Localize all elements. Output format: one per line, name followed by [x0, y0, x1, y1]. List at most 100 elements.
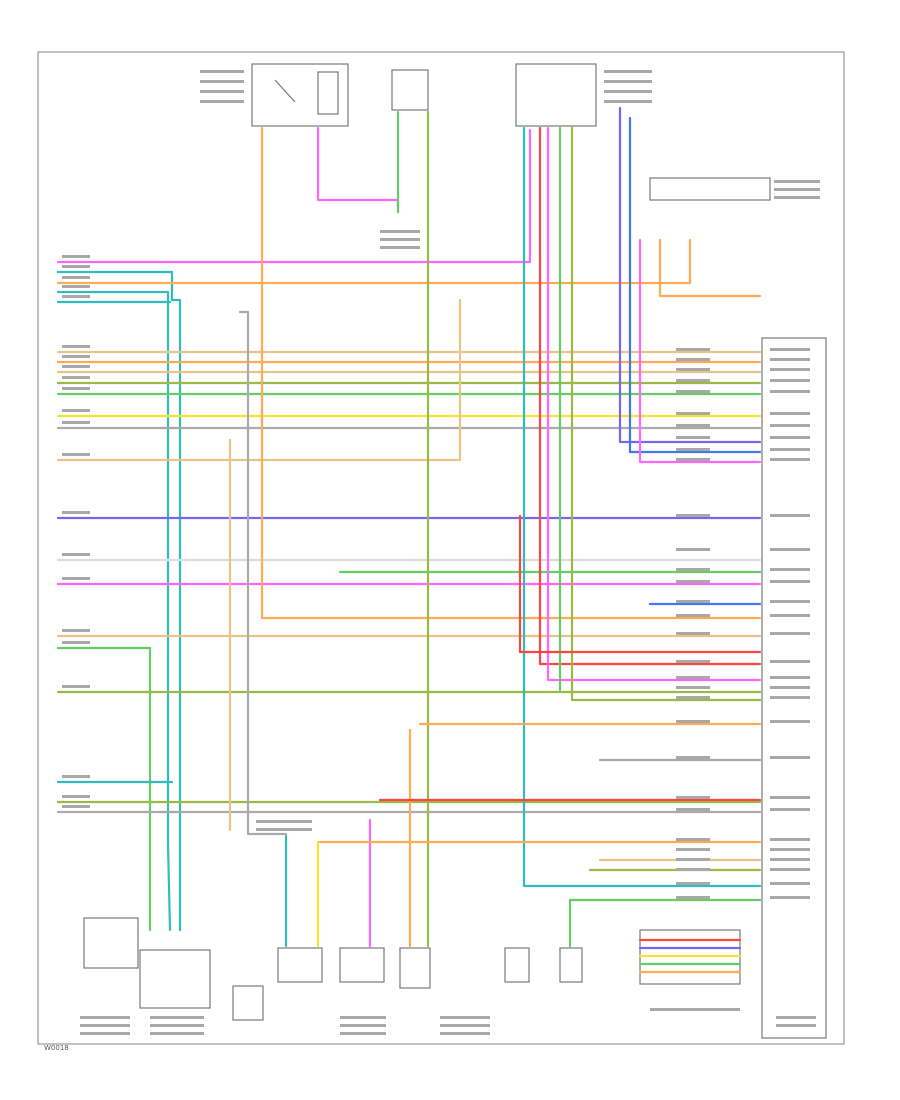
left-wire-label-mark [62, 355, 90, 358]
label-mark [380, 230, 420, 233]
module-pin-label-mark [770, 868, 810, 871]
left-wire-label-mark [62, 255, 90, 258]
module-pin-label-mark [770, 436, 810, 439]
top-label-mark [200, 100, 244, 103]
module-pin-label-mark [770, 756, 810, 759]
right-wire-label-mark [676, 568, 710, 571]
module-pin-label-mark [770, 896, 810, 899]
right-wire-label-mark [676, 436, 710, 439]
bottom-sensor-1 [83, 917, 139, 969]
top-left-component-cell [317, 71, 339, 115]
module-pin-label-mark [770, 720, 810, 723]
left-wire-label-mark [62, 795, 90, 798]
right-wire-label-mark [676, 632, 710, 635]
left-wire-label-mark [62, 577, 90, 580]
right-wire-label-mark [676, 858, 710, 861]
right-wire-label-mark [676, 580, 710, 583]
right-wire-label-mark [676, 614, 710, 617]
module-pin-label-mark [770, 676, 810, 679]
module-pin-label-mark [770, 660, 810, 663]
right-wire-label-mark [676, 448, 710, 451]
module-pin-label-mark [770, 390, 810, 393]
right-wire-label-mark [676, 720, 710, 723]
right-wire-label-mark [676, 412, 710, 415]
wire-purple-vert [618, 106, 762, 444]
bottom-sensor-4 [277, 947, 323, 983]
bottom-label-mark [776, 1024, 816, 1027]
right-wire-label-mark [676, 514, 710, 517]
wire-orange-vert [658, 238, 762, 298]
right-wire-label-mark [676, 458, 710, 461]
module-pin-label-mark [770, 838, 810, 841]
wire-layer [56, 106, 762, 974]
module-pin-label-mark [770, 614, 810, 617]
right-wire-label-mark [676, 882, 710, 885]
module-pin-label-mark [770, 358, 810, 361]
module-pin-label-mark [770, 796, 810, 799]
top-left-switch [274, 79, 296, 103]
left-wire-label-mark [62, 365, 90, 368]
left-wire-label-mark [62, 265, 90, 268]
wire-teal-1 [56, 270, 182, 836]
left-wire-label-mark [62, 775, 90, 778]
top-right-connector [515, 63, 597, 127]
left-wire-label-mark [62, 285, 90, 288]
left-wire-label-mark [62, 805, 90, 808]
bottom-label-mark [80, 1016, 130, 1019]
top-label-mark [604, 70, 652, 73]
bottom-label-mark [340, 1024, 386, 1027]
wire-teal-vert [522, 126, 762, 888]
bottom-label-mark [340, 1016, 386, 1019]
right-wire-label-mark [676, 348, 710, 351]
top-label-mark [604, 90, 652, 93]
module-pin-label-mark [770, 424, 810, 427]
left-wire-label-mark [62, 276, 90, 279]
bottom-label-mark [150, 1016, 204, 1019]
label-mark [774, 180, 820, 183]
module-pin-label-mark [770, 514, 810, 517]
wire-teal-2 [56, 290, 172, 932]
wire-pink-vert [546, 126, 762, 682]
right-wire-label-mark [676, 358, 710, 361]
left-wire-label-mark [62, 641, 90, 644]
bottom-label-mark [440, 1016, 490, 1019]
wire-gray-4 [238, 310, 288, 836]
bottom-label-mark [340, 1032, 386, 1035]
left-wire-label-mark [62, 345, 90, 348]
module-pin-label-mark [770, 632, 810, 635]
right-wire-label-mark [676, 838, 710, 841]
top-center-switch [391, 69, 429, 111]
wire-olive-vert2 [570, 126, 762, 702]
right-wire-label-mark [676, 379, 710, 382]
right-wire-label-mark [676, 390, 710, 393]
module-pin-label-mark [770, 348, 810, 351]
bottom-label-mark [80, 1032, 130, 1035]
label-mark [774, 188, 820, 191]
left-wire-label-mark [62, 387, 90, 390]
bottom-sensor-5 [339, 947, 385, 983]
label-mark [256, 820, 312, 823]
top-label-mark [200, 90, 244, 93]
left-wire-label-mark [62, 453, 90, 456]
module-pin-label-mark [770, 458, 810, 461]
bottom-label-mark [440, 1032, 490, 1035]
right-upper-module [649, 177, 771, 201]
module-pin-label-mark [770, 600, 810, 603]
module-pin-label-mark [770, 696, 810, 699]
module-pin-label-mark [770, 808, 810, 811]
right-wire-label-mark [676, 896, 710, 899]
top-label-mark [604, 80, 652, 83]
right-wire-label-mark [676, 756, 710, 759]
module-pin-label-mark [770, 686, 810, 689]
bottom-label-mark [440, 1024, 490, 1027]
right-wire-label-mark [676, 868, 710, 871]
wire-blue-vert [628, 116, 762, 454]
right-wire-label-mark [676, 808, 710, 811]
bottom-block-3 [232, 985, 264, 1021]
wire-orange-1 [56, 238, 692, 285]
right-wire-label-mark [676, 676, 710, 679]
left-wire-label-mark [62, 629, 90, 632]
bottom-block-8 [559, 947, 583, 983]
left-wire-label-mark [62, 553, 90, 556]
bottom-switch-7 [504, 947, 530, 983]
